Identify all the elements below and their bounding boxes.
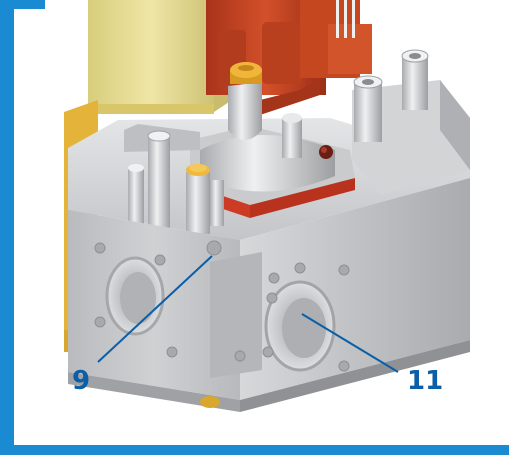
frame-top-tab (0, 0, 45, 9)
pressure-test-tubes-left (124, 124, 224, 236)
frame-bottom-bar (0, 445, 509, 455)
callout-label-9: 9 (72, 366, 91, 396)
mounting-holes (94, 240, 350, 372)
body-recess (210, 252, 262, 378)
frame-left-bar (0, 0, 14, 455)
callout-label-11: 11 (407, 366, 444, 396)
pressure-test-tubes-right (353, 49, 429, 142)
electrical-connector (206, 0, 372, 115)
outlet-port (264, 280, 336, 372)
leader-line-11 (301, 313, 399, 373)
pressure-regulator (190, 62, 355, 218)
leader-line-9 (97, 255, 213, 363)
inlet-port (105, 256, 165, 336)
solenoid-coil (88, 0, 232, 114)
